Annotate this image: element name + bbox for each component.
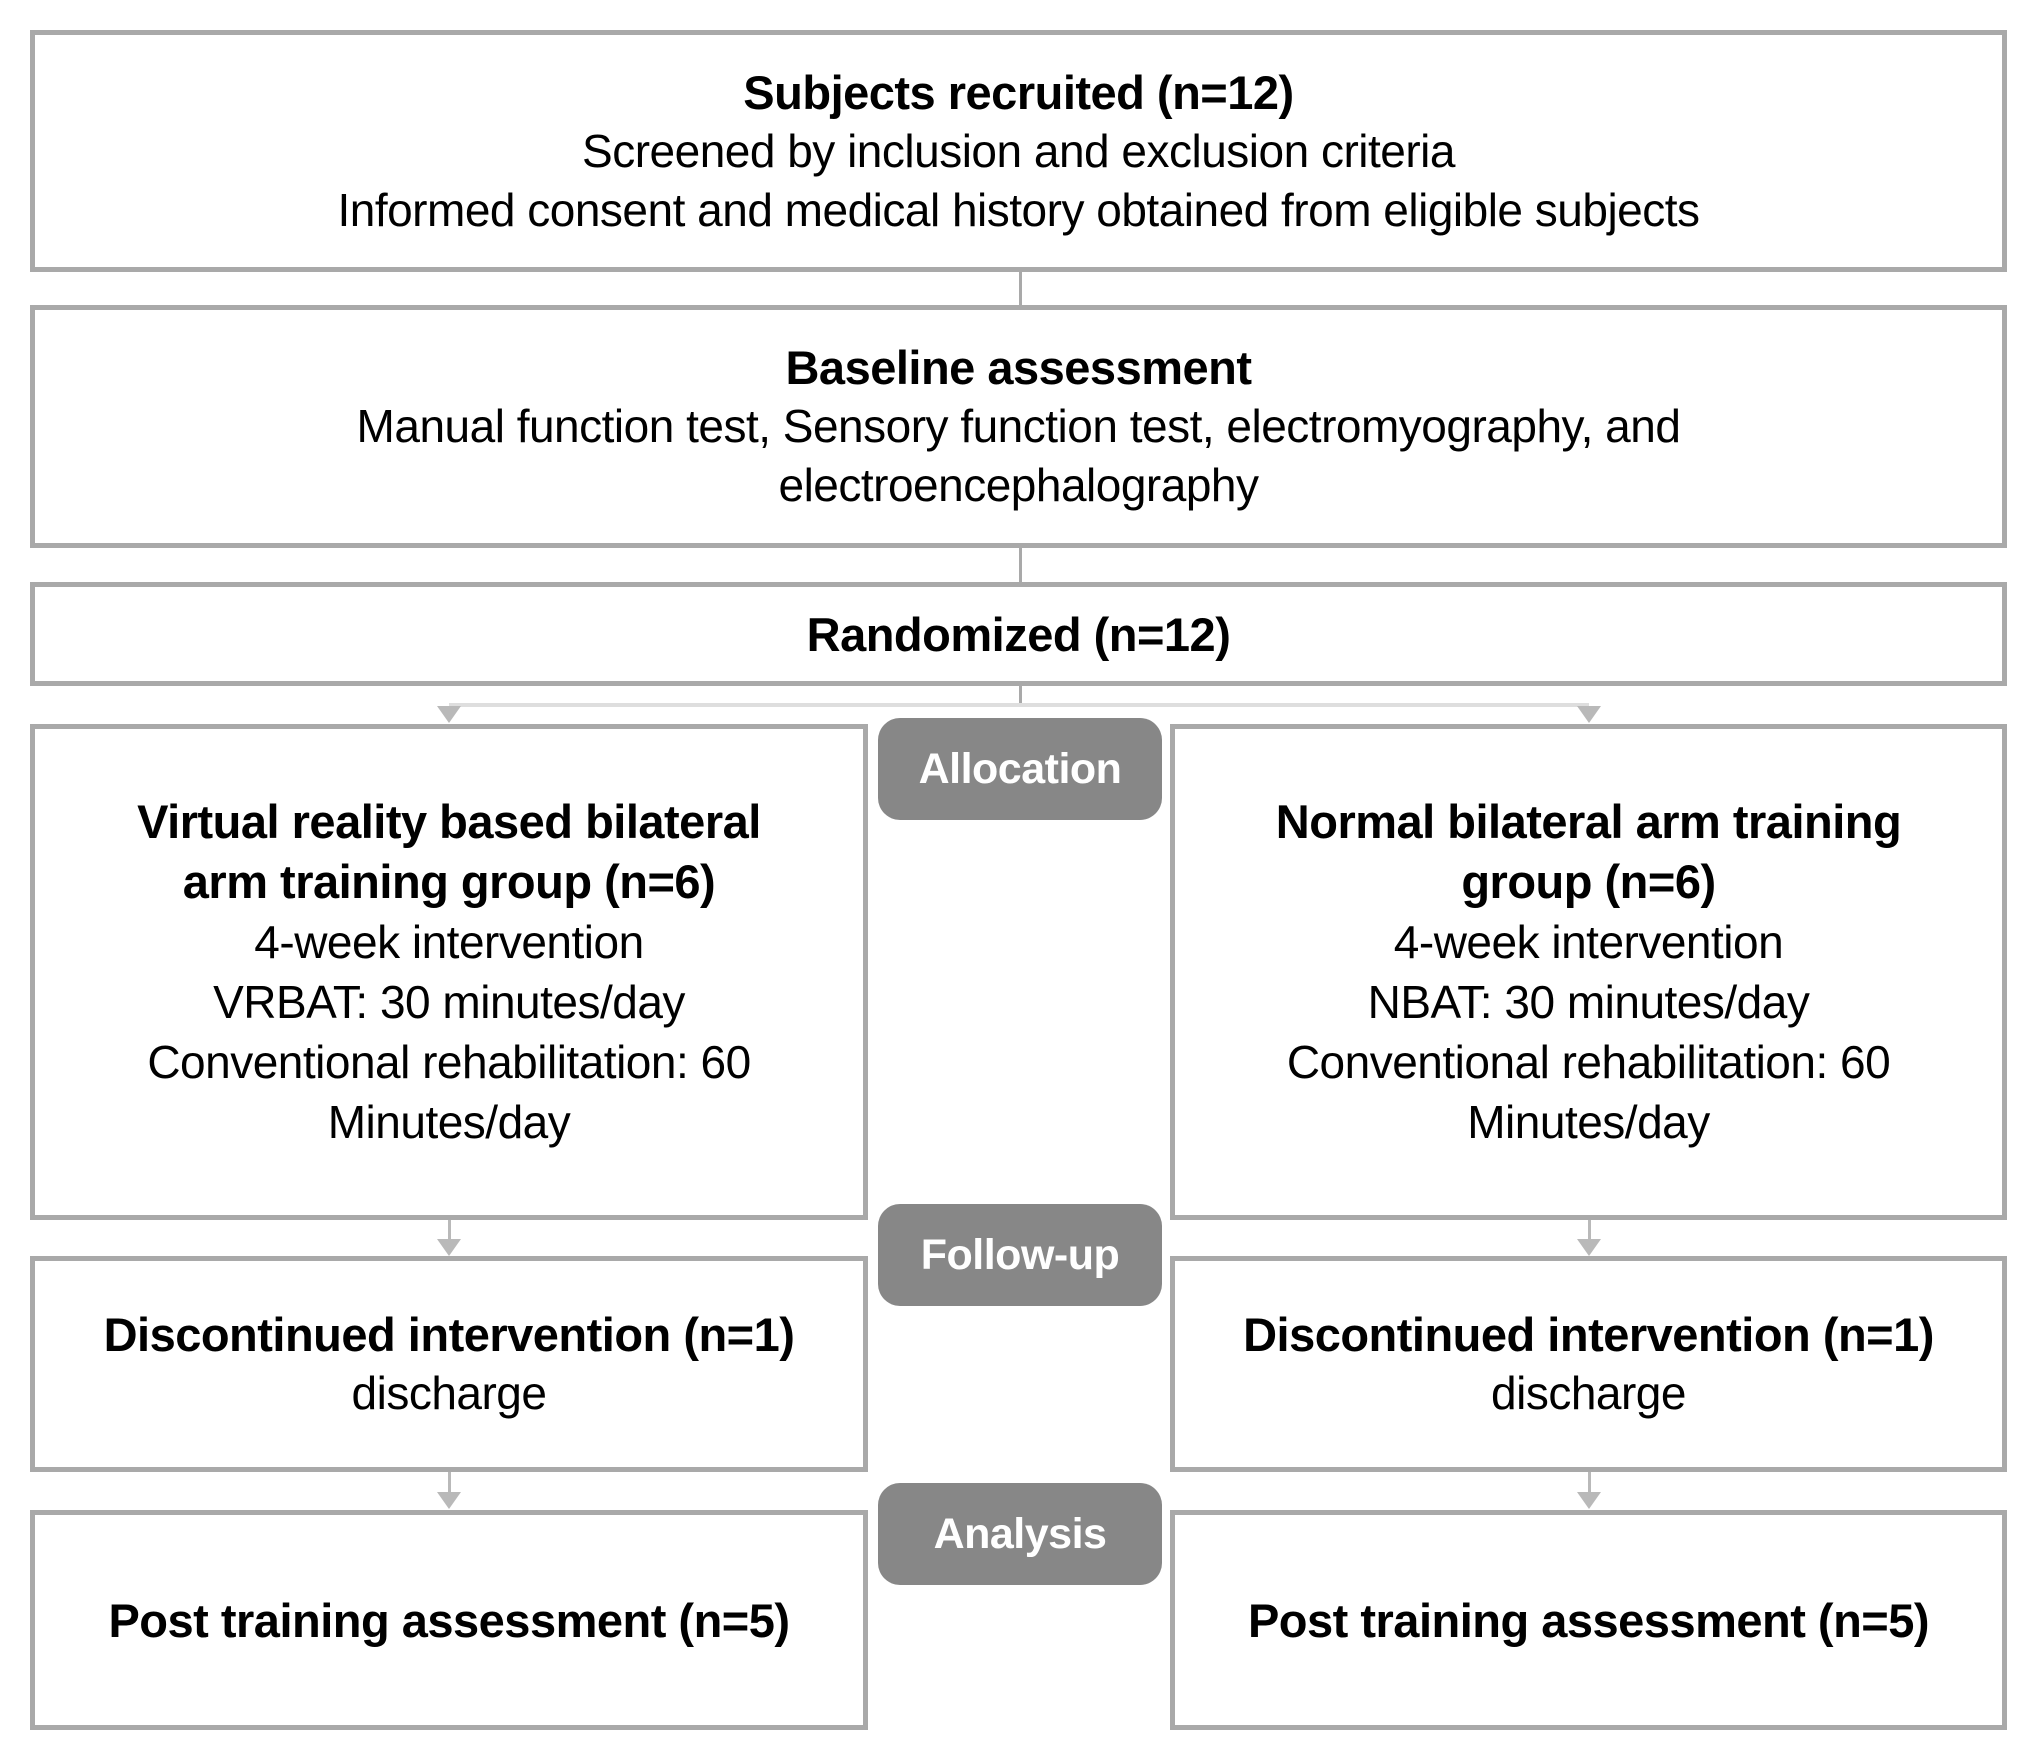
box-post-assessment-left: Post training assessment (n=5)	[30, 1510, 868, 1730]
box-subjects-recruited: Subjects recruited (n=12) Screened by in…	[30, 30, 2007, 272]
box-vrbat-group: Virtual reality based bilateral arm trai…	[30, 724, 868, 1220]
split-line	[449, 703, 1589, 707]
stage-label: Analysis	[933, 1509, 1107, 1558]
box-discontinued-right: Discontinued intervention (n=1) discharg…	[1170, 1256, 2007, 1472]
down-arrowhead-icon	[437, 1492, 461, 1509]
box-line: discharge	[1491, 1367, 1686, 1419]
box-line: NBAT: 30 minutes/day	[1367, 976, 1810, 1028]
box-post-assessment-right: Post training assessment (n=5)	[1170, 1510, 2007, 1730]
arrow-discontinued-to-post-right	[1588, 1472, 1591, 1494]
box-title: Post training assessment (n=5)	[108, 1593, 790, 1647]
box-line: discharge	[351, 1367, 547, 1419]
box-line: VRBAT: 30 minutes/day	[213, 976, 685, 1028]
box-line: Conventional rehabilitation: 60	[147, 1036, 751, 1088]
box-title: Baseline assessment	[785, 341, 1252, 394]
box-line: 4-week intervention	[254, 916, 644, 968]
connector-randomized-split	[1019, 686, 1022, 707]
badge-allocation: Allocation	[878, 718, 1162, 820]
box-randomized: Randomized (n=12)	[30, 582, 2007, 686]
box-line: Manual function test, Sensory function t…	[356, 400, 1681, 452]
arrow-vrbat-to-discontinued	[448, 1220, 451, 1242]
box-line: electroencephalography	[778, 459, 1259, 511]
arrow-discontinued-to-post-left	[448, 1472, 451, 1494]
box-nbat-group: Normal bilateral arm training group (n=6…	[1170, 724, 2007, 1220]
box-line: Conventional rehabilitation: 60	[1286, 1036, 1891, 1088]
box-line: Minutes/day	[327, 1096, 571, 1148]
box-line: Screened by inclusion and exclusion crit…	[582, 124, 1455, 177]
box-line: Informed consent and medical history obt…	[337, 183, 1700, 236]
connector-subjects-baseline	[1019, 272, 1022, 305]
down-arrowhead-icon	[437, 1239, 461, 1256]
box-title: Discontinued intervention (n=1)	[103, 1308, 795, 1361]
box-title: Normal bilateral arm training	[1275, 795, 1902, 848]
box-title: Discontinued intervention (n=1)	[1243, 1308, 1934, 1361]
down-arrowhead-icon	[1577, 1492, 1601, 1509]
down-arrowhead-icon	[437, 706, 461, 723]
box-title: Subjects recruited (n=12)	[743, 65, 1294, 119]
box-discontinued-left: Discontinued intervention (n=1) discharg…	[30, 1256, 868, 1472]
box-title: arm training group (n=6)	[182, 855, 716, 908]
down-arrowhead-icon	[1577, 1239, 1601, 1256]
box-title: Post training assessment (n=5)	[1247, 1593, 1930, 1647]
box-line: 4-week intervention	[1393, 916, 1784, 968]
badge-analysis: Analysis	[878, 1483, 1162, 1585]
stage-label: Follow-up	[920, 1230, 1120, 1279]
box-title: group (n=6)	[1461, 855, 1716, 908]
arrow-nbat-to-discontinued	[1588, 1220, 1591, 1242]
down-arrowhead-icon	[1577, 706, 1601, 723]
box-baseline-assessment: Baseline assessment Manual function test…	[30, 305, 2007, 548]
box-title: Randomized (n=12)	[806, 607, 1231, 661]
box-title: Virtual reality based bilateral	[137, 795, 761, 848]
stage-label: Allocation	[918, 744, 1122, 793]
connector-baseline-randomized	[1019, 548, 1022, 584]
badge-followup: Follow-up	[878, 1204, 1162, 1306]
box-line: Minutes/day	[1467, 1096, 1710, 1148]
